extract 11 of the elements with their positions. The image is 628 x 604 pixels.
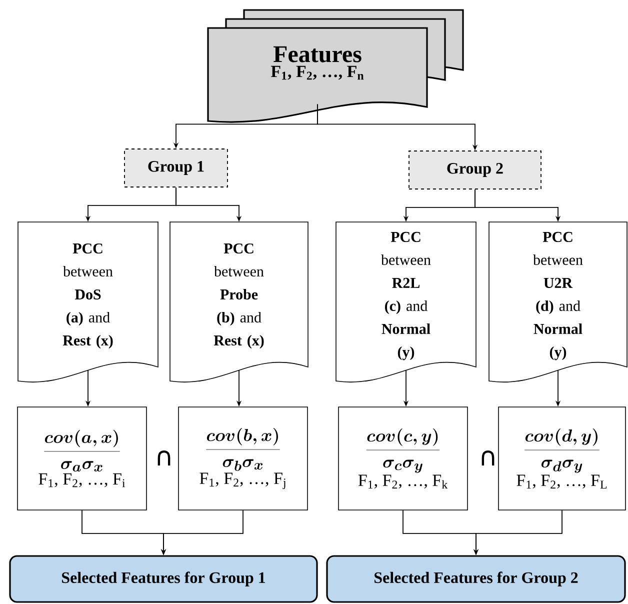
- group-box: Group 1: [124, 148, 228, 188]
- formula-box: $\frac{cov(c,y)}{\sigma_c\sigma_y}$ F$_{1}$, F$_{2}$, …, F$_{k}$: [338, 406, 468, 510]
- formula-box: $\frac{cov(b,x)}{\sigma_b\sigma_x}$ F$_{1}$, F$_{2}$, …, F$_{j}$: [178, 406, 308, 510]
- formula-box: $\frac{cov(d,y)}{\sigma_d\sigma_y}$ F$_{1}$, F$_{2}$, …, F$_{L}$: [498, 406, 626, 510]
- result-box: Selected Features for Group 2: [326, 555, 626, 603]
- intersection-symbol: ∩: [158, 450, 170, 466]
- document-stack: Features F$_{1}$, F$_{2}$, …, F$_{n}$: [207, 9, 464, 123]
- formula-box: $\frac{cov(a,x)}{\sigma_a\sigma_x}$ F$_{1}$, F$_{2}$, …, F$_{i}$: [17, 406, 147, 510]
- intersection-symbol: ∩: [482, 450, 494, 466]
- group-box: Group 2: [408, 150, 542, 190]
- result-box: Selected Features for Group 1: [9, 555, 318, 603]
